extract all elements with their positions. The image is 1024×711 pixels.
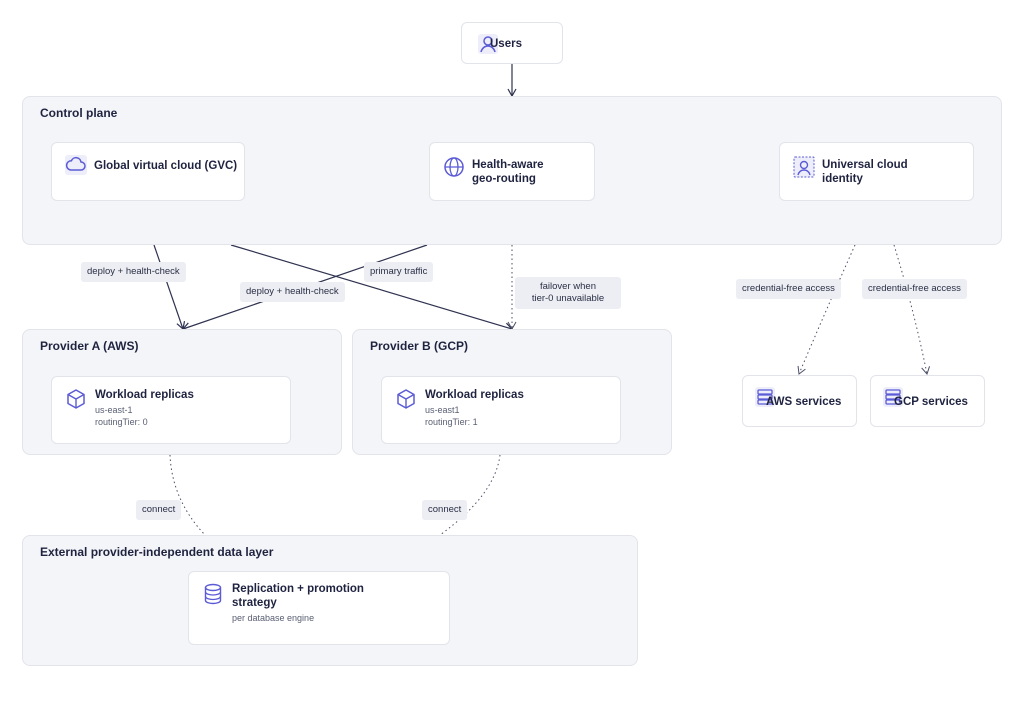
- provider-b-title: Provider B (GCP): [370, 339, 469, 353]
- edge-label-connect-a: connect: [136, 500, 182, 520]
- aws-services-node[interactable]: AWS services: [742, 375, 857, 427]
- data-layer-title: External provider-independent data layer: [40, 545, 274, 559]
- box-icon: [64, 387, 88, 411]
- replication-label: Replication + promotion strategy: [232, 583, 364, 609]
- provider-a-group: Provider A (AWS) Workload replicas us-ea…: [22, 329, 342, 455]
- workload-b-label: Workload replicas: [425, 389, 524, 401]
- workload-replicas-a[interactable]: Workload replicas us-east-1 routingTier:…: [51, 376, 291, 444]
- cloud-icon: [64, 153, 88, 177]
- data-layer-group: External provider-independent data layer…: [22, 535, 638, 666]
- gvc-label: Global virtual cloud (GVC): [94, 160, 238, 172]
- users-label: Users: [490, 38, 522, 50]
- users-node[interactable]: Users: [461, 22, 563, 64]
- workload-a-region: us-east-1: [95, 405, 133, 415]
- edge-label-deploy-b: deploy + health-check: [240, 282, 345, 302]
- edge-label-deploy-a: deploy + health-check: [81, 262, 186, 282]
- edge-cred-gcp: [893, 244, 931, 375]
- edge-label-failover: failover when tier-0 unavailable: [515, 277, 621, 309]
- control-plane-title: Control plane: [40, 106, 118, 120]
- edge-label-cred-aws: credential-free access: [736, 279, 841, 299]
- database-icon: [201, 582, 225, 606]
- identity-icon: [792, 155, 816, 179]
- gvc-node[interactable]: Global virtual cloud (GVC): [51, 142, 245, 201]
- edge-cred-aws: [797, 244, 856, 375]
- geo-routing-label: Health-aware geo-routing: [472, 159, 544, 185]
- control-plane-group: Control plane Global virtual cloud (GVC)…: [22, 96, 1002, 245]
- geo-routing-node[interactable]: Health-aware geo-routing: [429, 142, 595, 201]
- workload-a-tier: routingTier: 0: [95, 417, 148, 427]
- box-icon: [394, 387, 418, 411]
- replication-node[interactable]: Replication + promotion strategy per dat…: [188, 571, 450, 645]
- database-icon: [881, 385, 905, 409]
- globe-icon: [442, 155, 466, 179]
- workload-replicas-b[interactable]: Workload replicas us-east1 routingTier: …: [381, 376, 621, 444]
- edge-connect-a: [169, 454, 206, 536]
- gcp-services-label: GCP services: [894, 396, 968, 408]
- provider-b-group: Provider B (GCP) Workload replicas us-ea…: [352, 329, 672, 455]
- identity-node[interactable]: Universal cloud identity: [779, 142, 974, 201]
- edge-label-connect-b: connect: [422, 500, 468, 520]
- edge-deploy-a: [153, 244, 186, 331]
- workload-a-label: Workload replicas: [95, 389, 194, 401]
- replication-sub: per database engine: [232, 613, 315, 623]
- edge-label-cred-gcp: credential-free access: [862, 279, 967, 299]
- aws-services-label: AWS services: [766, 396, 842, 408]
- identity-label: Universal cloud identity: [822, 159, 908, 185]
- gcp-services-node[interactable]: GCP services: [870, 375, 985, 427]
- edge-connect-b: [439, 454, 501, 536]
- user-icon: [476, 32, 500, 56]
- provider-a-title: Provider A (AWS): [40, 339, 139, 353]
- edge-label-primary: primary traffic: [364, 262, 434, 282]
- workload-b-tier: routingTier: 1: [425, 417, 478, 427]
- workload-b-region: us-east1: [425, 405, 460, 415]
- database-icon: [753, 385, 777, 409]
